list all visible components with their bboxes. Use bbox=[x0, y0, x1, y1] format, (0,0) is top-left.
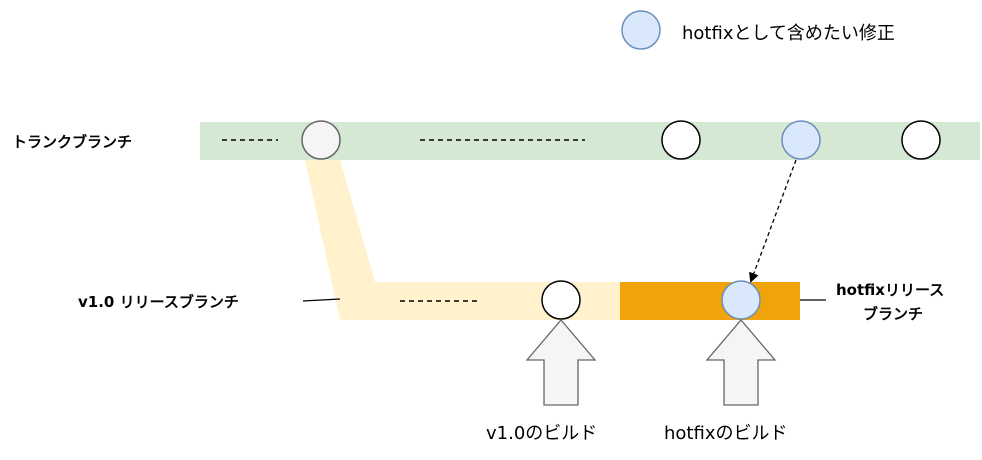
trunk-commit bbox=[901, 120, 941, 160]
trunk-fix-commit bbox=[781, 120, 821, 160]
legend-fix-marker bbox=[621, 10, 661, 50]
hotfix-release-branch-band bbox=[620, 282, 800, 320]
trunk-branch-point-commit bbox=[301, 120, 341, 160]
v1-release-branch-label: v1.0 リリースブランチ bbox=[78, 293, 239, 311]
v1-label-connector bbox=[302, 298, 341, 302]
trunk-commit bbox=[661, 120, 701, 160]
hotfix-release-branch-label-line1: hotfixリリース bbox=[836, 281, 945, 299]
hotfix-build-arrow bbox=[705, 318, 777, 406]
cherry-pick-arrow bbox=[749, 159, 797, 283]
v1-release-branch-band bbox=[305, 160, 620, 320]
trunk-branch-label: トランクブランチ bbox=[12, 133, 133, 151]
hotfix-commit bbox=[721, 280, 761, 320]
hotfix-release-branch-label-line2: ブランチ bbox=[863, 305, 924, 323]
v1-build-label: v1.0のビルド bbox=[486, 423, 598, 444]
legend-label: hotfixとして含めたい修正 bbox=[682, 23, 895, 44]
v1-release-commit bbox=[541, 280, 581, 320]
v1-build-arrow bbox=[525, 318, 597, 406]
hotfix-build-label: hotfixのビルド bbox=[664, 423, 788, 444]
